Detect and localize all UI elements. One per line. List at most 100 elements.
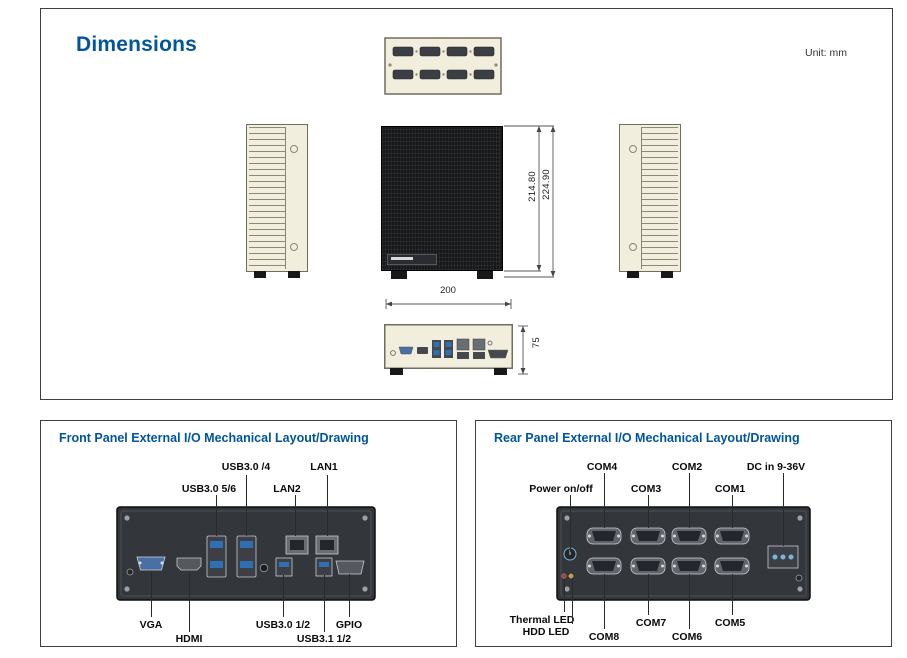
leader-line bbox=[216, 495, 218, 536]
label-gpio: GPIO bbox=[335, 619, 363, 631]
leader-line bbox=[648, 574, 650, 615]
front-panel-drawing bbox=[116, 506, 376, 601]
dim-height-total: 224.90 bbox=[541, 169, 552, 200]
usb-stack-34 bbox=[236, 535, 257, 578]
thermal-led bbox=[561, 573, 567, 579]
foot bbox=[288, 271, 300, 278]
label-power: Power on/off bbox=[529, 483, 593, 495]
db9-port bbox=[586, 557, 622, 575]
leader-line bbox=[648, 495, 650, 528]
db9-port bbox=[714, 557, 750, 575]
brand-logo-strip bbox=[387, 254, 437, 265]
gpio-port bbox=[335, 560, 365, 575]
dim-width: 200 bbox=[440, 285, 456, 296]
rear-panel-title: Rear Panel External I/O Mechanical Layou… bbox=[494, 431, 800, 445]
label-usb30-4: USB3.0 /4 bbox=[221, 461, 271, 473]
leader-line bbox=[604, 473, 606, 528]
db9-port bbox=[586, 527, 622, 545]
leader-line bbox=[689, 574, 691, 629]
vga-port bbox=[136, 556, 166, 571]
usb30-12-port bbox=[275, 557, 293, 577]
label-lan2: LAN2 bbox=[273, 483, 301, 495]
hdmi-port bbox=[176, 557, 202, 571]
lan1-port bbox=[315, 535, 339, 555]
label-com8: COM8 bbox=[588, 631, 620, 643]
leader-line bbox=[689, 473, 691, 528]
mount-hole bbox=[629, 145, 637, 153]
foot bbox=[391, 271, 407, 279]
leader-line bbox=[572, 579, 574, 624]
panel-screws bbox=[564, 515, 803, 592]
label-hdd-led: HDD LED bbox=[522, 626, 570, 638]
foot bbox=[661, 271, 673, 278]
bottom-elevation-view bbox=[384, 324, 513, 375]
height-dimension-lines bbox=[504, 125, 556, 278]
antenna-hole bbox=[795, 574, 803, 582]
label-com4: COM4 bbox=[586, 461, 618, 473]
label-com5: COM5 bbox=[714, 617, 746, 629]
right-side-view bbox=[619, 124, 681, 278]
front-panel-title: Front Panel External I/O Mechanical Layo… bbox=[59, 431, 369, 445]
panel-screws bbox=[124, 515, 368, 592]
leader-line bbox=[783, 473, 785, 546]
leader-line bbox=[732, 574, 734, 615]
top-view-drawing bbox=[384, 37, 502, 95]
leader-line bbox=[189, 571, 191, 632]
db9-port bbox=[671, 557, 707, 575]
label-lan1: LAN1 bbox=[310, 461, 338, 473]
label-usb31-12: USB3.1 1/2 bbox=[296, 633, 352, 645]
dimensions-section: Dimensions Unit: mm bbox=[40, 8, 893, 400]
audio-jack bbox=[259, 563, 269, 573]
leader-line bbox=[283, 575, 285, 617]
leader-line bbox=[564, 579, 566, 612]
dim-depth: 75 bbox=[531, 337, 542, 349]
leader-line bbox=[151, 572, 153, 617]
unit-note: Unit: mm bbox=[805, 47, 847, 59]
rear-panel-section: Rear Panel External I/O Mechanical Layou… bbox=[475, 420, 892, 647]
top-view-screws bbox=[388, 50, 498, 76]
front-panel-section: Front Panel External I/O Mechanical Layo… bbox=[40, 420, 457, 647]
com-ports bbox=[586, 527, 750, 575]
width-dimension-line bbox=[385, 299, 512, 309]
dim-height-body: 214.80 bbox=[527, 171, 538, 202]
label-com1: COM1 bbox=[714, 483, 746, 495]
mount-hole bbox=[629, 243, 637, 251]
db9-port bbox=[630, 527, 666, 545]
db9-port bbox=[714, 527, 750, 545]
heatsink-fins bbox=[641, 127, 678, 269]
label-com7: COM7 bbox=[635, 617, 667, 629]
leader-line bbox=[295, 495, 297, 536]
label-usb30-12: USB3.0 1/2 bbox=[255, 619, 311, 631]
label-usb30-56: USB3.0 5/6 bbox=[181, 483, 237, 495]
label-com2: COM2 bbox=[671, 461, 703, 473]
usb-stack-56 bbox=[206, 535, 227, 578]
foot bbox=[254, 271, 266, 278]
label-com3: COM3 bbox=[630, 483, 662, 495]
leader-line bbox=[349, 574, 351, 617]
foot bbox=[627, 271, 639, 278]
leader-line bbox=[732, 495, 734, 528]
label-vga: VGA bbox=[139, 619, 163, 631]
lan2-port bbox=[285, 535, 309, 555]
heatsink-fins bbox=[249, 127, 286, 269]
usb31-12-port bbox=[315, 557, 333, 577]
db9-port bbox=[630, 557, 666, 575]
leader-line bbox=[604, 574, 606, 629]
leader-line bbox=[570, 495, 572, 552]
elevation-connectors bbox=[390, 338, 509, 359]
front-face-view bbox=[381, 126, 503, 279]
dc-input-terminal bbox=[767, 545, 799, 569]
hdd-led bbox=[568, 573, 574, 579]
left-side-view bbox=[246, 124, 308, 278]
section-title: Dimensions bbox=[76, 33, 198, 56]
leader-line bbox=[246, 475, 248, 536]
logo-mark bbox=[391, 257, 413, 260]
mount-hole bbox=[290, 145, 298, 153]
leader-line bbox=[324, 575, 326, 632]
label-com6: COM6 bbox=[671, 631, 703, 643]
foot bbox=[477, 271, 493, 279]
top-view-connectors bbox=[392, 46, 495, 80]
label-dc-in: DC in 9-36V bbox=[746, 461, 806, 473]
label-hdmi: HDMI bbox=[175, 633, 203, 645]
